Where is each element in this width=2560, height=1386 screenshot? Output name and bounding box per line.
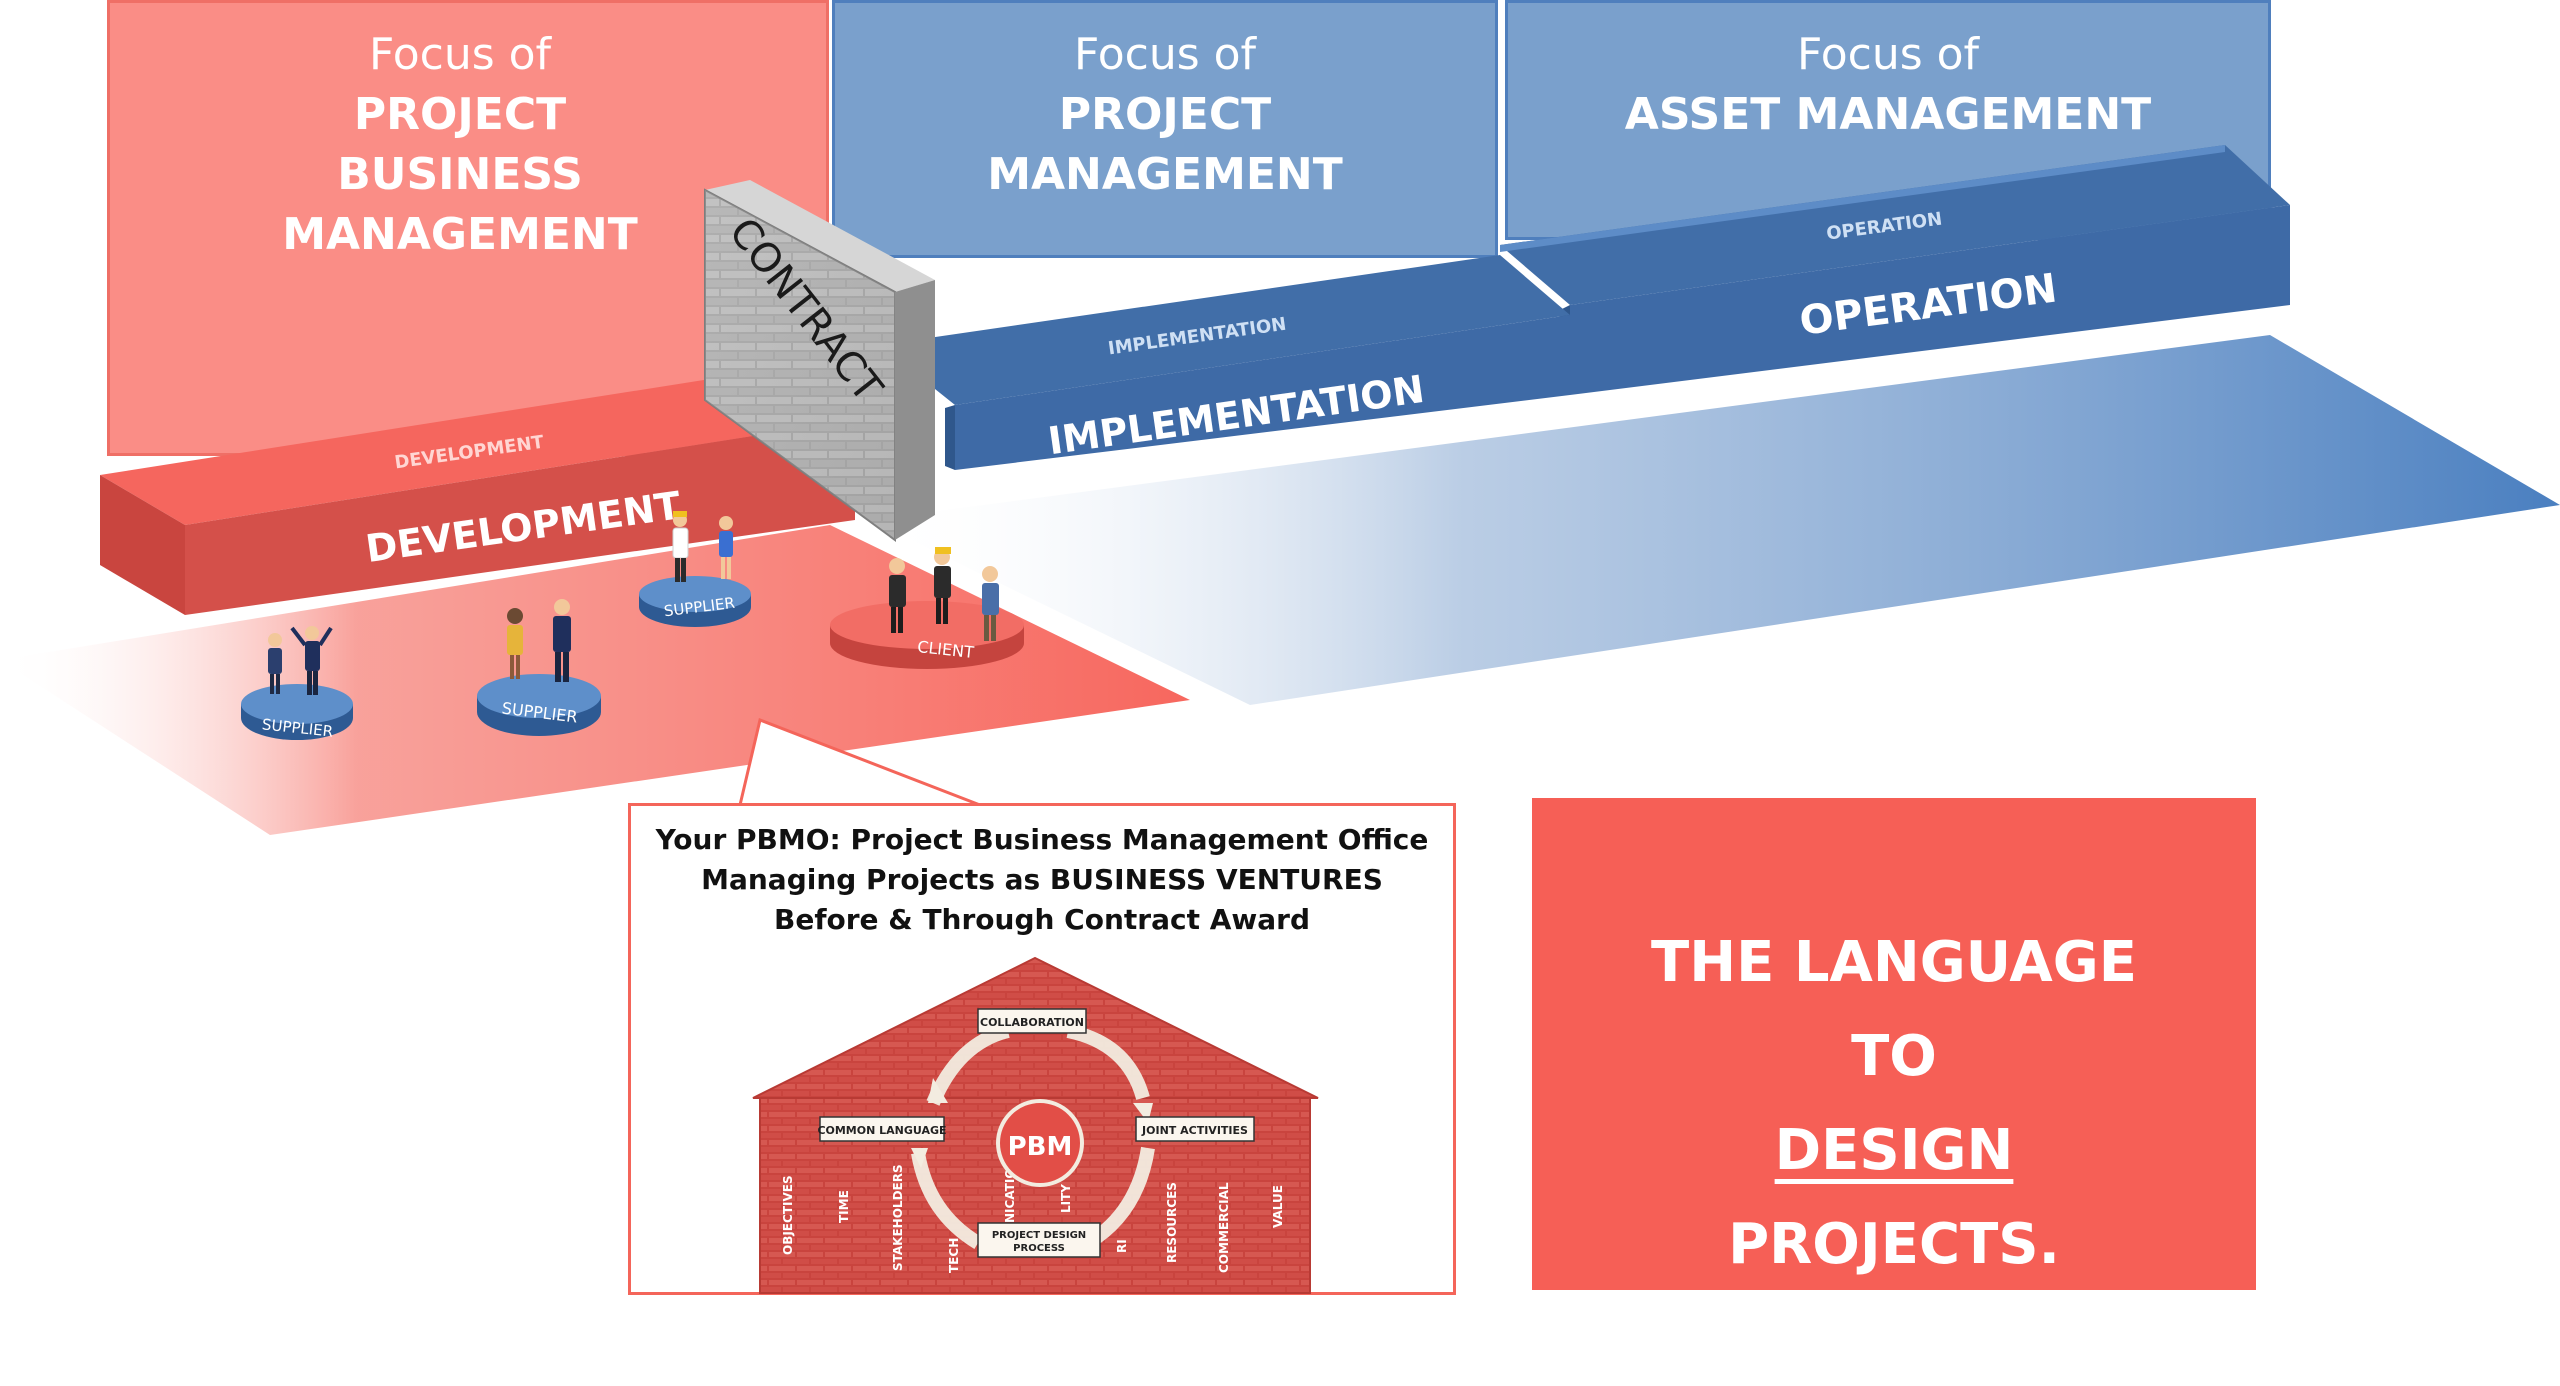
house-label-collaboration: COLLABORATION — [977, 1008, 1087, 1034]
development-front-label: DEVELOPMENT — [363, 483, 683, 571]
pbmo-line1: Your PBMO: Project Business Management O… — [655, 823, 1429, 856]
pedestal-supplier-2-label: SUPPLIER — [501, 698, 579, 726]
pbmo-callout: Your PBMO: Project Business Management O… — [628, 803, 1456, 1295]
pbm-hub — [996, 1099, 1084, 1187]
process-label-line1: PROJECT DESIGN — [992, 1230, 1086, 1241]
pillar-label: VALUE — [1271, 1185, 1285, 1228]
person-icon — [553, 599, 571, 682]
pbmo-line3: Before & Through Contract Award — [773, 903, 1311, 936]
common-language-label: COMMON LANGUAGE — [817, 1124, 946, 1137]
joint-activities-label: JOINT ACTIVITIES — [1141, 1124, 1248, 1137]
pedestal-client-label: CLIENT — [916, 637, 975, 662]
pbmo-line2: Managing Projects as BUSINESS VENTURES — [701, 863, 1383, 896]
pedestal-client: CLIENT — [830, 601, 1024, 669]
pedestal-supplier-1-label: SUPPLIER — [261, 715, 334, 740]
pedestal-supplier-3-label: SUPPLIER — [663, 594, 736, 621]
house-label-common-language: COMMON LANGUAGE — [817, 1116, 947, 1142]
person-icon — [507, 608, 523, 679]
tagline-line2-pre: TO — [1851, 1024, 1937, 1089]
people-figures — [268, 511, 999, 695]
pillar-label: OBJECTIVES — [781, 1175, 795, 1255]
tagline-text: THE LANGUAGE TO DESIGN PROJECTS. TOGETHE… — [1532, 916, 2256, 1386]
person-icon — [934, 547, 951, 624]
tagline-emphasis: DESIGN — [1774, 1118, 2014, 1183]
house-label-project-design-process: PROJECT DESIGN PROCESS — [977, 1222, 1101, 1258]
person-icon — [290, 626, 333, 695]
focus-am-prefix: Focus of — [1796, 29, 1980, 80]
pillar-label: RI — [1115, 1239, 1129, 1253]
focus-pbm-line3: MANAGEMENT — [282, 209, 638, 260]
red-floor — [0, 525, 1190, 835]
pbm-hub-label: PBM — [1008, 1132, 1073, 1162]
person-icon — [268, 633, 282, 694]
focus-pbm-line2: BUSINESS — [337, 149, 583, 200]
focus-asset-management-box: Focus of ASSET MANAGEMENT — [1505, 0, 2271, 240]
focus-pm-line2: MANAGEMENT — [987, 149, 1343, 200]
pillar-label: COMMERCIAL — [1217, 1182, 1231, 1273]
pedestal-supplier-1: SUPPLIER — [241, 684, 353, 741]
implementation-front-label: IMPLEMENTATION — [1045, 367, 1427, 463]
process-label-line2: PROCESS — [1013, 1243, 1065, 1254]
implementation-platform: IMPLEMENTATION IMPLEMENTATION — [880, 255, 1570, 470]
person-icon — [889, 558, 906, 633]
tagline-box: THE LANGUAGE TO DESIGN PROJECTS. TOGETHE… — [1532, 798, 2256, 1371]
focus-project-business-management-box: Focus of PROJECT BUSINESS MANAGEMENT — [107, 0, 829, 456]
focus-pm-prefix: Focus of — [1073, 29, 1257, 80]
pillar-label: STAKEHOLDERS — [891, 1164, 905, 1271]
pedestal-supplier-3: SUPPLIER — [639, 576, 751, 627]
pillar-label: LITY — [1059, 1184, 1073, 1213]
person-icon — [982, 566, 999, 641]
house-label-joint-activities: JOINT ACTIVITIES — [1135, 1116, 1255, 1142]
pillar-label: TECH — [947, 1238, 961, 1273]
focus-project-management-box: Focus of PROJECT MANAGEMENT — [832, 0, 1498, 258]
person-icon — [672, 511, 689, 582]
pillar-label: RESOURCES — [1165, 1182, 1179, 1263]
pbm-house-diagram: OBJECTIVES TIME STAKEHOLDERS TECH NICATI… — [752, 956, 1319, 1294]
tagline-line1: THE LANGUAGE — [1651, 930, 2137, 995]
tagline-line2: TO DESIGN PROJECTS. — [1532, 1010, 2256, 1292]
pedestal-supplier-2: SUPPLIER — [477, 674, 601, 736]
tagline-line3: TOGETHER. — [1714, 1306, 2074, 1371]
tagline-line2-post: PROJECTS. — [1728, 1212, 2060, 1277]
focus-am-line1: ASSET MANAGEMENT — [1624, 89, 2152, 140]
callout-pointer — [738, 717, 981, 807]
person-icon — [719, 516, 733, 579]
pbmo-title: Your PBMO: Project Business Management O… — [631, 820, 1453, 940]
focus-pbm-prefix: Focus of — [368, 29, 552, 80]
collaboration-label: COLLABORATION — [980, 1016, 1084, 1029]
implementation-top-label: IMPLEMENTATION — [1107, 314, 1288, 360]
focus-pm-line1: PROJECT — [1058, 89, 1272, 140]
operation-front-label: OPERATION — [1797, 265, 2060, 344]
focus-pbm-line1: PROJECT — [353, 89, 567, 140]
blue-floor — [870, 335, 2560, 705]
pillar-label: TIME — [837, 1190, 851, 1223]
